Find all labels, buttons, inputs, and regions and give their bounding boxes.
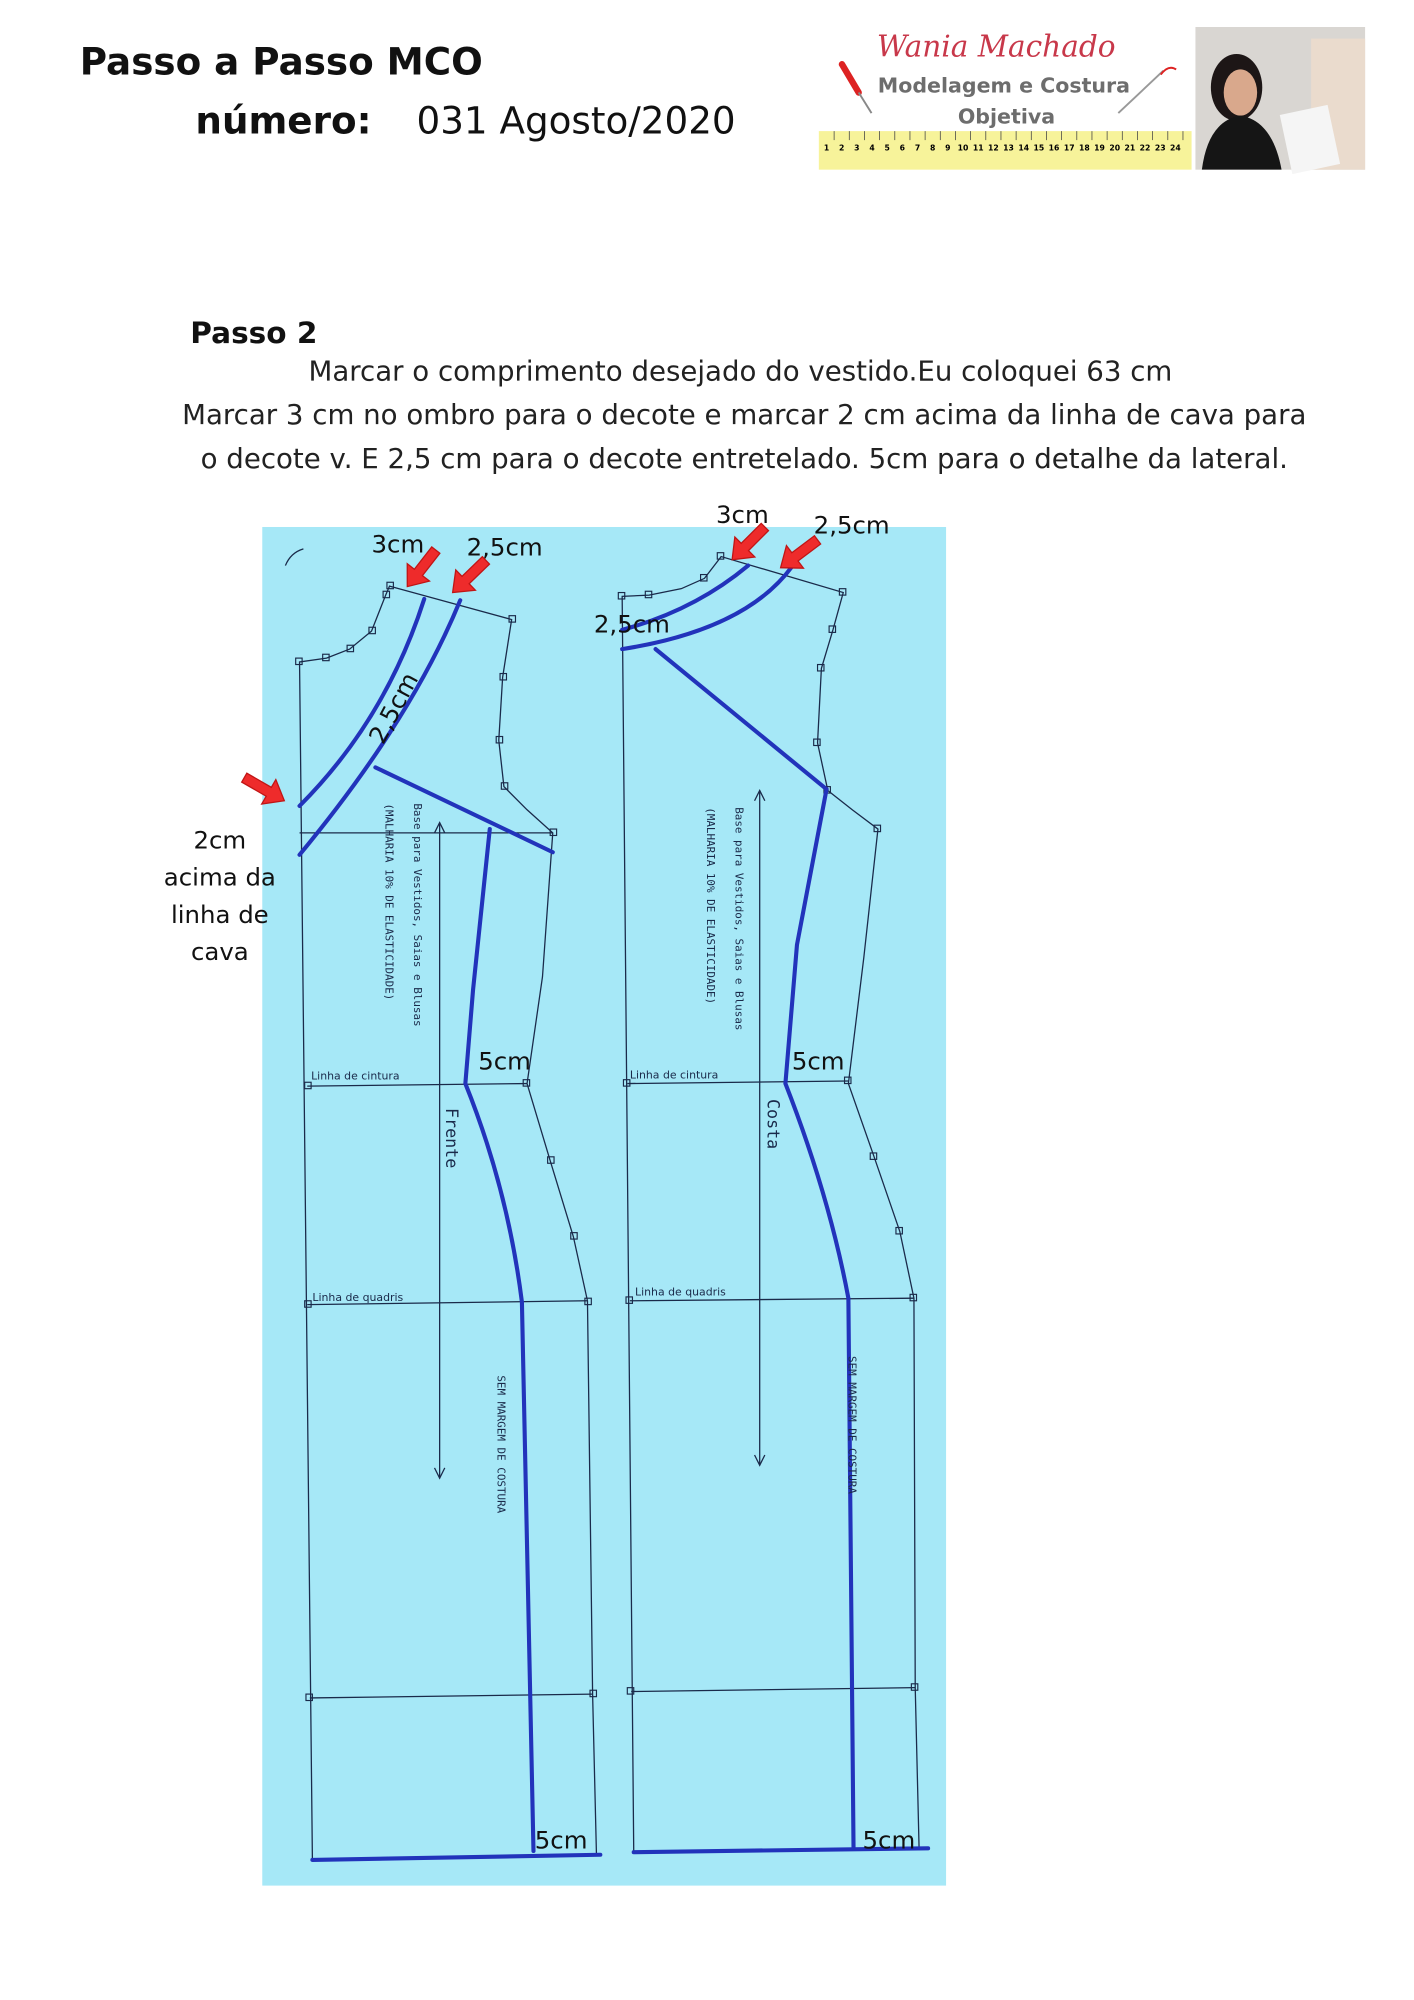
- back-outline: [621, 555, 920, 1853]
- back-label-5cm-waist: 5cm: [792, 1046, 845, 1075]
- back-hem-guide: [631, 1687, 916, 1693]
- number-label: número:: [195, 99, 371, 143]
- back-hip-line: [629, 1297, 914, 1302]
- front-waist-label: Linha de cintura: [311, 1070, 399, 1083]
- back-waist-label: Linha de cintura: [630, 1068, 718, 1081]
- back-grainline-arrow: [753, 789, 766, 1467]
- front-base-subtext: (MALHARIA 10% DE ELASTICIDADE): [383, 803, 396, 1000]
- arrow-icon: [731, 522, 770, 561]
- logo-line1: Modelagem e Costura: [878, 74, 1130, 98]
- step-title: Passo 2: [190, 316, 317, 350]
- back-hem-line: [631, 1846, 931, 1855]
- front-hem-line: [310, 1852, 603, 1862]
- ruler-number: 24: [1170, 143, 1181, 152]
- ruler-number: 18: [1079, 143, 1090, 152]
- ruler-number: 19: [1094, 143, 1105, 152]
- front-grainline-arrow: [433, 821, 446, 1480]
- back-label-5cm-hem: 5cm: [863, 1825, 916, 1854]
- side-note-line-4: cava: [191, 937, 249, 966]
- step-line-1: Marcar o comprimento desejado do vestido…: [309, 354, 1173, 387]
- ruler-number: 14: [1018, 143, 1029, 152]
- ruler-number: 21: [1125, 143, 1136, 152]
- front-label-5cm-waist: 5cm: [478, 1046, 531, 1075]
- ruler-number: 15: [1034, 143, 1045, 152]
- ruler-number: 20: [1109, 143, 1120, 152]
- step-line-2: Marcar 3 cm no ombro para o decote e mar…: [182, 398, 1306, 431]
- ruler-number: 16: [1049, 143, 1060, 152]
- front-piece-name: Frente: [442, 1108, 462, 1168]
- ruler-number: 5: [885, 143, 890, 152]
- back-hip-label: Linha de quadris: [635, 1286, 726, 1299]
- ruler-number: 11: [973, 143, 984, 152]
- step-line-3: o decote v. E 2,5 cm para o decote entre…: [201, 442, 1288, 475]
- back-seam-note: SEM MARGEM DE COSTURA: [845, 1356, 858, 1494]
- ruler-number: 17: [1064, 143, 1075, 152]
- brand-logo: Wania Machado Modelagem e Costura Objeti…: [818, 26, 1366, 175]
- front-seam-note: SEM MARGEM DE COSTURA: [494, 1375, 507, 1513]
- number-value: 031 Agosto/2020: [417, 99, 736, 143]
- arrow-icon: [240, 772, 286, 805]
- arrow-icon: [451, 555, 491, 594]
- ruler-number: 13: [1003, 143, 1014, 152]
- ruler-number: 10: [958, 143, 969, 152]
- photo-paper: [1279, 104, 1341, 175]
- back-label-2-5cm-neck: 2,5cm: [594, 609, 670, 638]
- document-title: Passo a Passo MCO: [80, 40, 483, 84]
- back-base-text: Base para Vestidos, Saias e Blusas: [732, 807, 745, 1030]
- ruler-number: 22: [1140, 143, 1151, 152]
- logo-line2: Objetiva: [958, 104, 1055, 128]
- ruler-number: 8: [930, 143, 935, 152]
- side-note-line-3: linha de: [171, 900, 269, 929]
- arrow-icon: [779, 534, 822, 569]
- ruler-number: 23: [1155, 143, 1166, 152]
- front-v-neck-inner: [297, 596, 427, 808]
- ruler-number: 9: [945, 143, 950, 152]
- logo-script-name: Wania Machado: [877, 30, 1116, 64]
- back-control-points: [617, 552, 919, 1695]
- red-arrows: [240, 522, 822, 805]
- front-side-detail: [463, 826, 536, 1853]
- front-hip-line: [307, 1300, 588, 1306]
- back-waist-line: [627, 1080, 849, 1085]
- front-bust-cut: [373, 765, 555, 855]
- back-label-2-5cm-top: 2,5cm: [814, 510, 890, 539]
- front-control-points: [295, 581, 598, 1702]
- back-diagonal-cut: [653, 647, 829, 792]
- front-hip-label: Linha de quadris: [312, 1291, 403, 1304]
- ruler-number: 1: [824, 143, 829, 152]
- ruler-number: 2: [839, 143, 844, 152]
- side-note-line-2: acima da: [164, 863, 276, 892]
- back-base-subtext: (MALHARIA 10% DE ELASTICIDADE): [704, 807, 717, 1004]
- ruler-number: 4: [869, 143, 874, 152]
- back-neck-outer: [620, 564, 794, 652]
- front-pattern-piece: Base para Vestidos, Saias e Blusas (MALH…: [164, 530, 603, 1862]
- front-label-5cm-hem: 5cm: [535, 1825, 588, 1854]
- ruler: [818, 131, 1192, 170]
- ruler-number: 3: [854, 143, 859, 152]
- needle-icon: [1117, 66, 1177, 114]
- paper-mark: [284, 548, 304, 566]
- arrow-icon: [406, 546, 441, 588]
- side-note-line-1: 2cm: [193, 825, 246, 854]
- photo-face: [1223, 69, 1258, 116]
- back-side-detail: [783, 787, 856, 1851]
- front-base-text: Base para Vestidos, Saias e Blusas: [411, 803, 424, 1026]
- seam-ripper-icon: [838, 61, 873, 114]
- front-label-2-5cm-top: 2,5cm: [467, 532, 543, 561]
- photo-body: [1201, 115, 1282, 170]
- front-hem-guide: [309, 1693, 593, 1699]
- front-label-3cm: 3cm: [372, 530, 425, 559]
- back-piece-name: Costa: [763, 1099, 783, 1149]
- back-pattern-piece: Base para Vestidos, Saias e Blusas (MALH…: [594, 500, 931, 1855]
- front-v-neck-outer: [297, 598, 463, 857]
- ruler-number: 6: [900, 143, 905, 152]
- front-waist-line: [307, 1082, 528, 1087]
- ruler-number: 7: [915, 143, 920, 152]
- back-neck-inner: [620, 563, 751, 632]
- ruler-number: 12: [988, 143, 999, 152]
